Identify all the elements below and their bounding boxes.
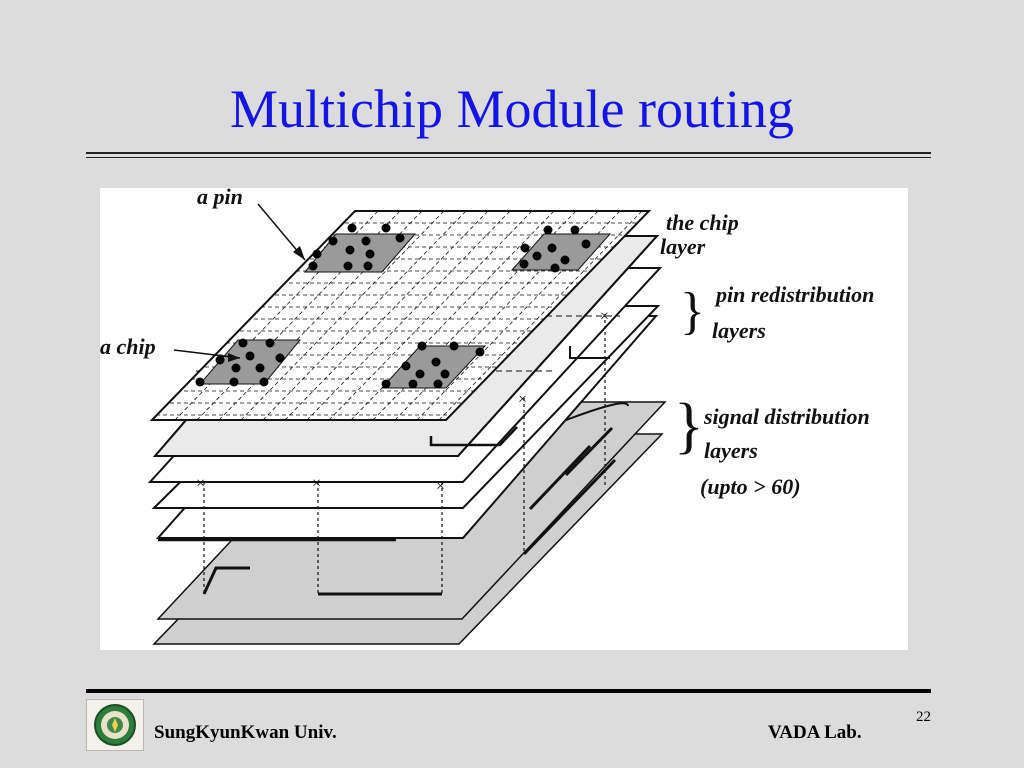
title-rule bbox=[86, 152, 931, 154]
pins bbox=[195, 223, 591, 389]
slide-title: Multichip Module routing bbox=[230, 79, 794, 139]
label-signal-distribution-line2: layers bbox=[704, 438, 758, 463]
page-number: 22 bbox=[916, 709, 931, 725]
label-pin-redistribution-line2: layers bbox=[712, 318, 766, 343]
svg-text:×: × bbox=[518, 391, 527, 408]
university-logo bbox=[86, 699, 144, 751]
svg-text:}: } bbox=[680, 283, 705, 340]
label-pin-redistribution-line1: pin redistribution bbox=[714, 282, 874, 307]
label-a-pin: a pin bbox=[197, 188, 243, 209]
label-a-chip: a chip bbox=[100, 334, 156, 359]
svg-text:×: × bbox=[436, 478, 445, 495]
mcm-layer-diagram: × × × × × bbox=[100, 188, 908, 650]
footer-lab: VADA Lab. bbox=[768, 722, 862, 743]
label-signal-distribution-line3: (upto > 60) bbox=[700, 474, 801, 499]
title-rule-thin bbox=[86, 157, 931, 158]
svg-text:×: × bbox=[196, 475, 205, 492]
svg-text:×: × bbox=[600, 308, 609, 325]
label-chip-layer-line2: layer bbox=[660, 234, 706, 259]
svg-text:×: × bbox=[312, 475, 321, 492]
chip-bottom-left bbox=[198, 339, 302, 385]
svg-text:}: } bbox=[674, 392, 704, 460]
chip-bottom-right bbox=[380, 345, 487, 389]
label-chip-layer-line1: the chip bbox=[666, 210, 739, 235]
label-signal-distribution-line1: signal distribution bbox=[703, 404, 870, 429]
footer-rule bbox=[86, 689, 931, 693]
footer-university: SungKyunKwan Univ. bbox=[154, 722, 337, 743]
